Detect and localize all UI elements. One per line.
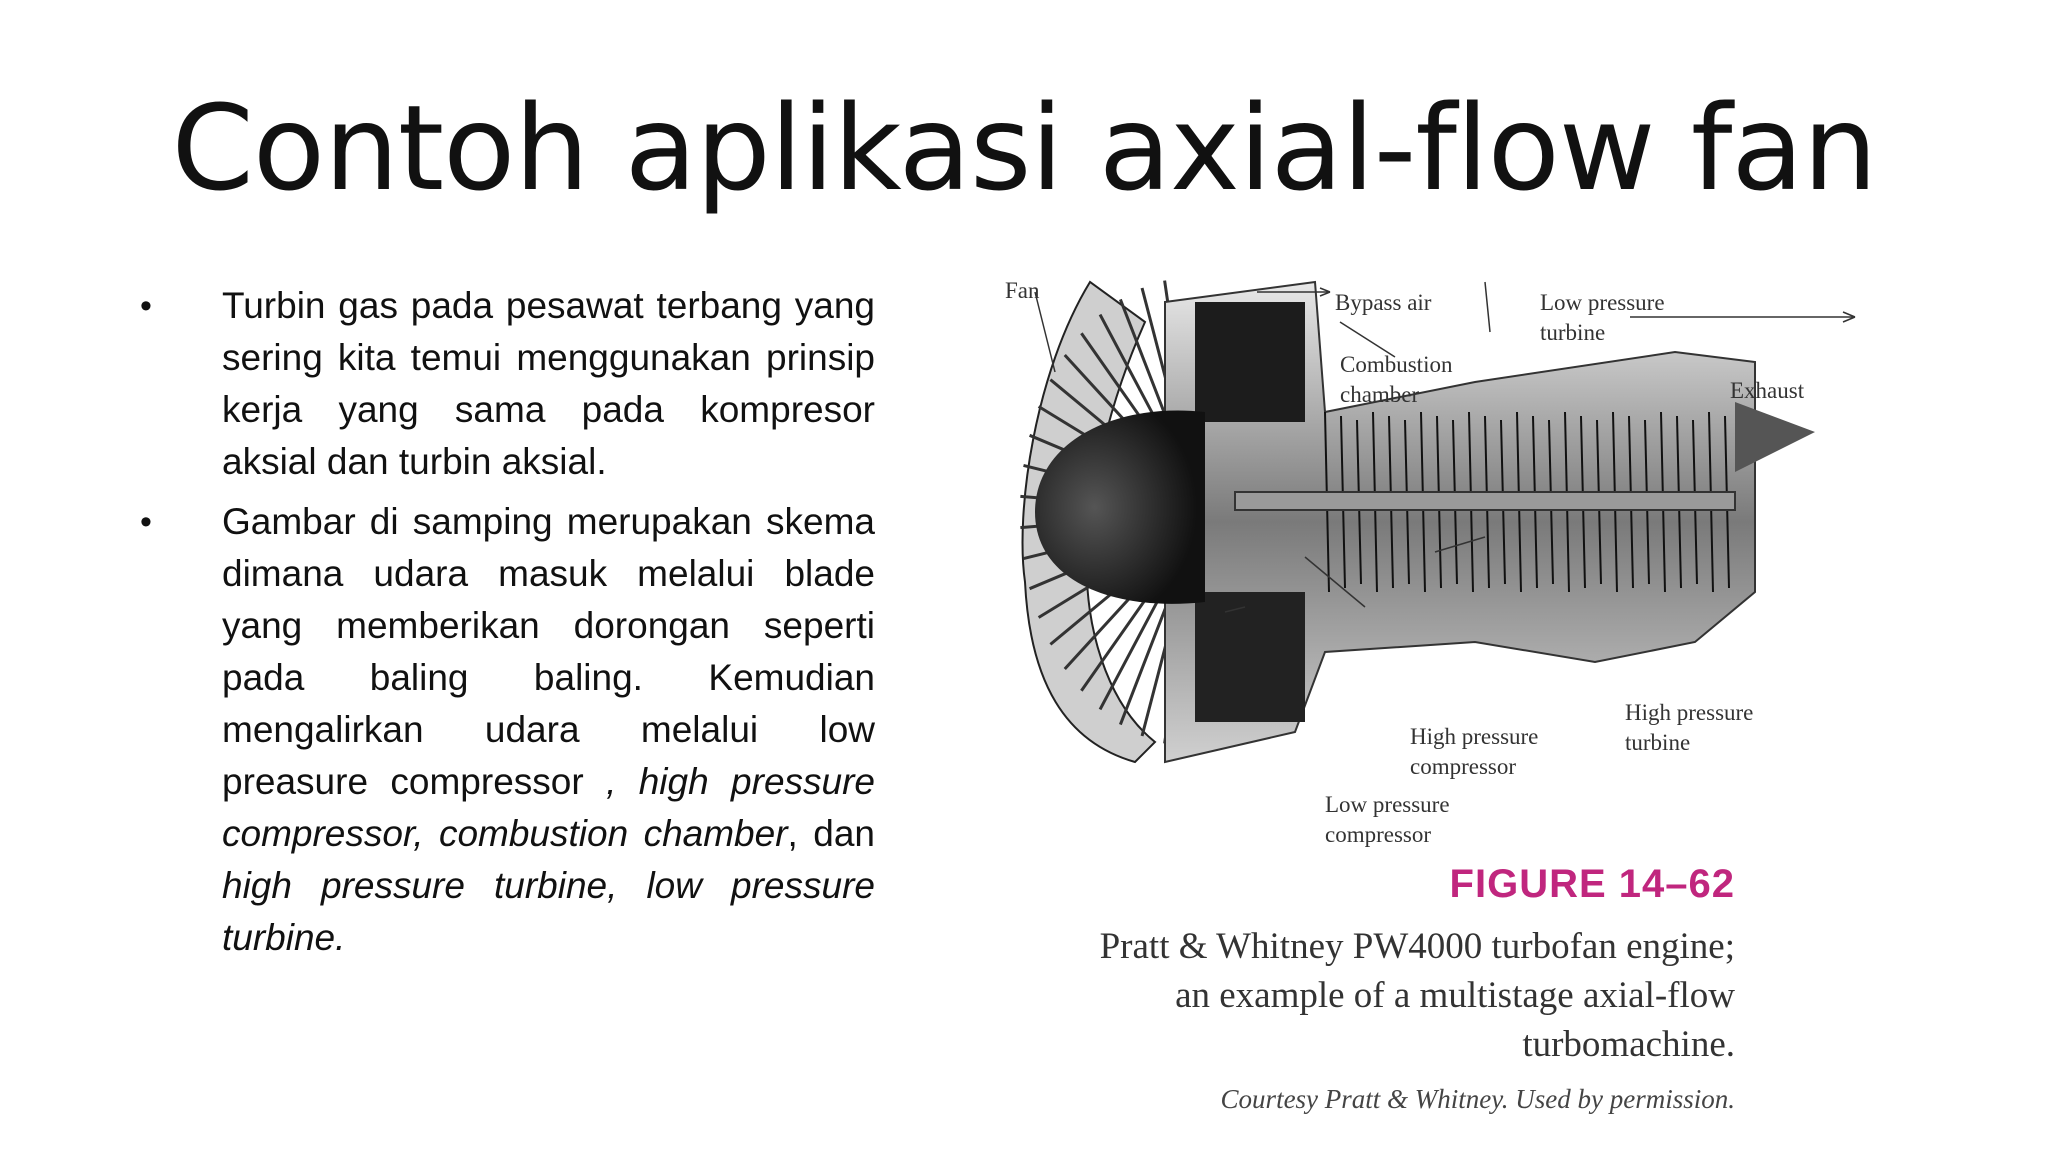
figure-courtesy: Courtesy Pratt & Whitney. Used by permis… bbox=[1220, 1084, 1735, 1114]
bullet-text: Turbin gas pada pesawat terbang yang ser… bbox=[222, 285, 875, 482]
bullet-marker: • bbox=[140, 503, 152, 541]
figure-number: FIGURE 14–62 bbox=[1449, 862, 1735, 906]
bullet-list: • Turbin gas pada pesawat terbang yang s… bbox=[140, 280, 875, 972]
slide-title: Contoh aplikasi axial-flow fan bbox=[171, 79, 1877, 217]
bullet-text-italic: high pressure turbine, low pressure turb… bbox=[222, 865, 875, 958]
label-low-pressure-turbine: Low pressure turbine bbox=[1540, 290, 1665, 345]
bullet-item: • Gambar di samping merupakan skema dima… bbox=[140, 496, 875, 964]
label-bypass-air: Bypass air bbox=[1335, 290, 1432, 315]
label-combustion-chamber: Combustion chamber bbox=[1340, 352, 1453, 407]
bullet-marker: • bbox=[140, 287, 152, 325]
label-fan: Fan bbox=[1005, 278, 1040, 303]
bullet-item: • Turbin gas pada pesawat terbang yang s… bbox=[140, 280, 875, 488]
turbofan-engine-illustration bbox=[1020, 280, 1856, 764]
label-low-pressure-compressor: Low pressure compressor bbox=[1325, 792, 1450, 847]
figure-caption: Pratt & Whitney PW4000 turbofan engine; … bbox=[1099, 926, 1735, 1065]
bullet-text-sep: , dan bbox=[787, 813, 875, 854]
label-exhaust: Exhaust bbox=[1730, 378, 1805, 403]
bullet-text-italic: , high pressure compressor, combustion c… bbox=[222, 761, 875, 854]
label-high-pressure-compressor: High pressure compressor bbox=[1410, 724, 1539, 779]
bullet-text: Gambar di samping merupakan skema dimana… bbox=[222, 501, 875, 802]
engine-figure: Fan Bypass air Low pressure turbine Comb… bbox=[995, 262, 1875, 1152]
label-high-pressure-turbine: High pressure turbine bbox=[1625, 700, 1754, 755]
